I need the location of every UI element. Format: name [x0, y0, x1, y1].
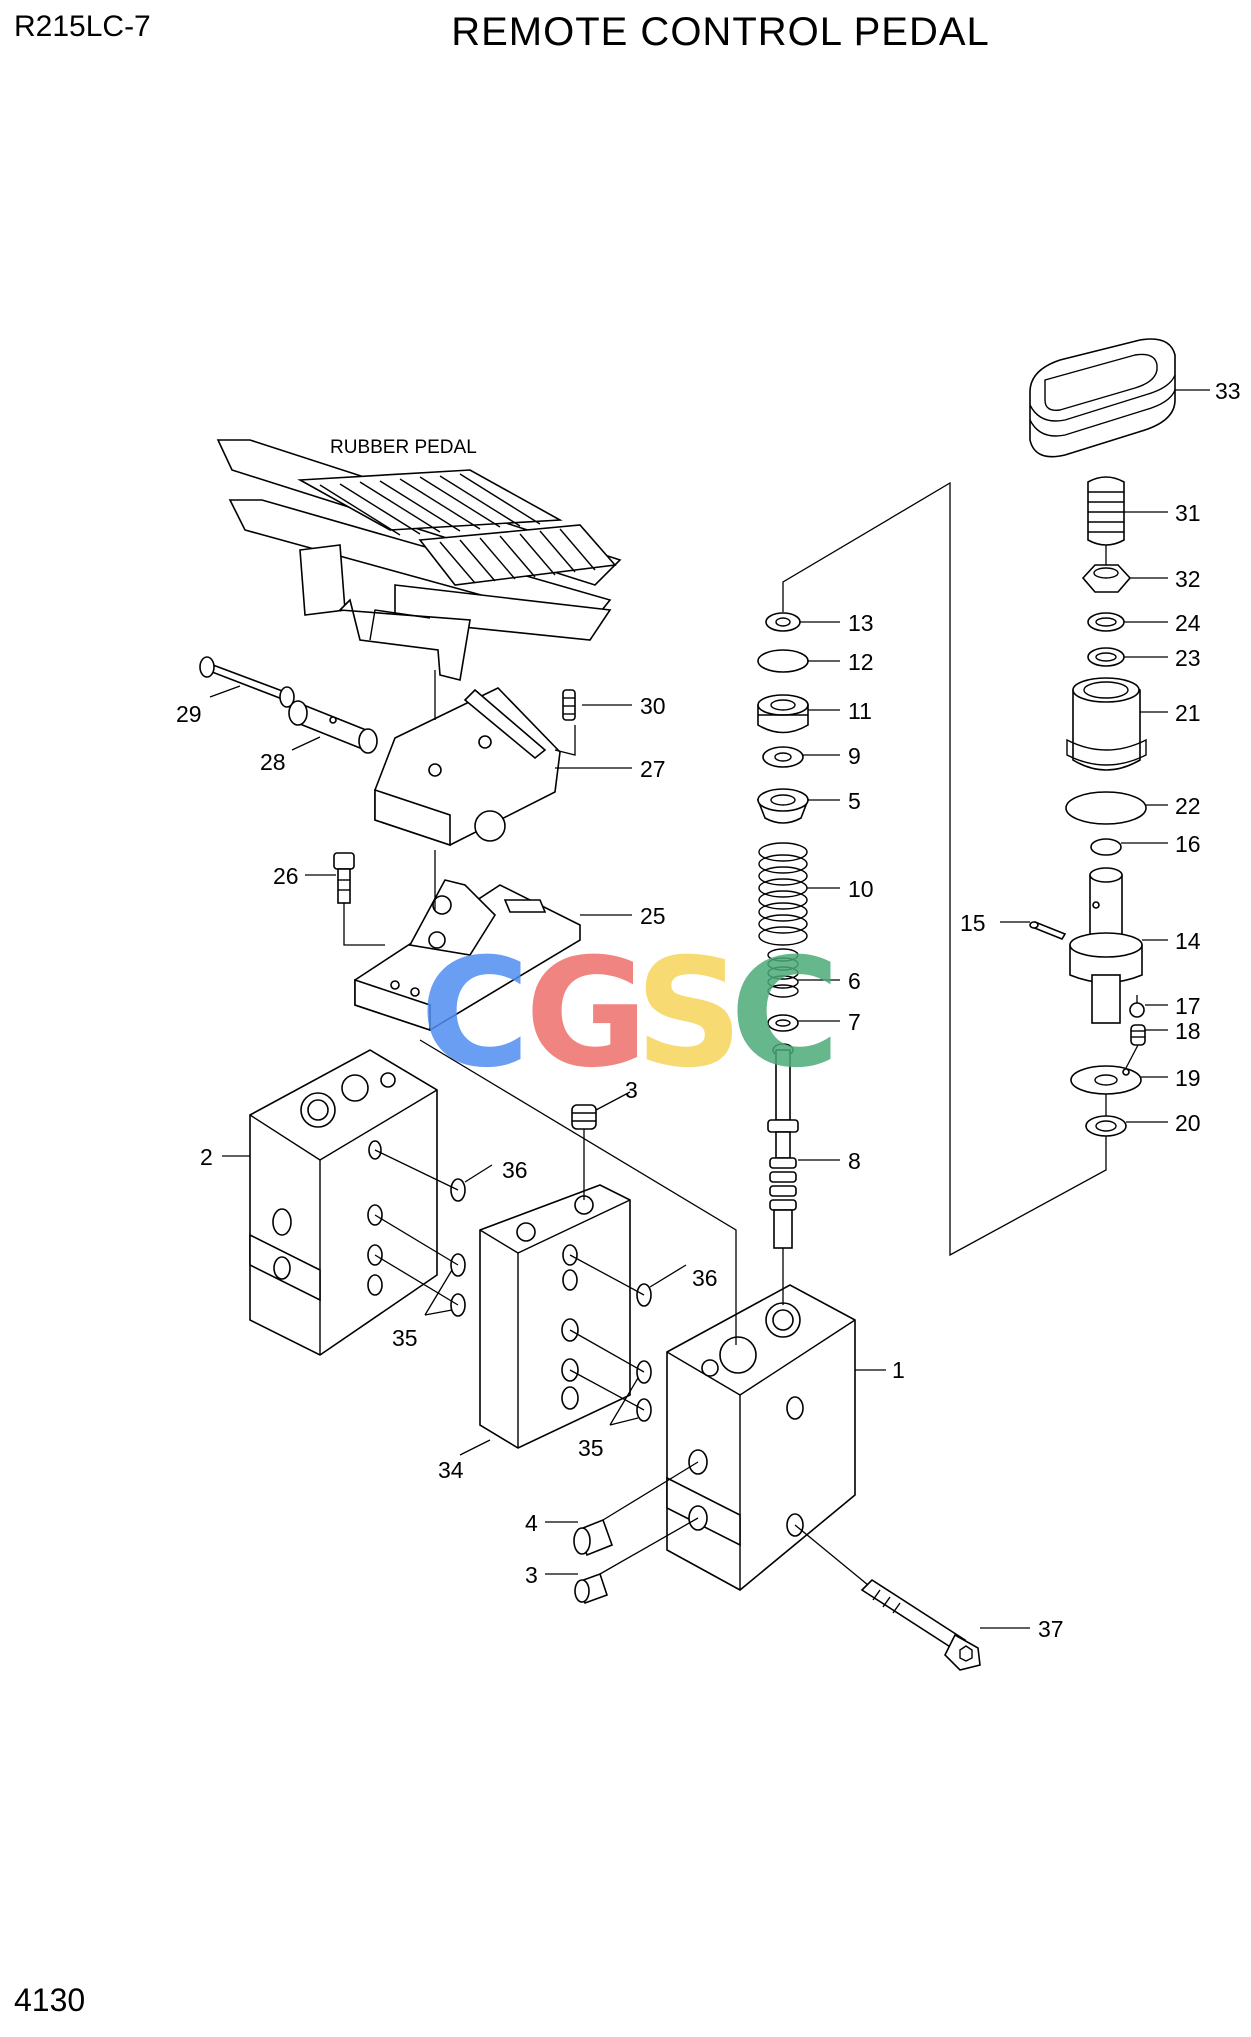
model-code: R215LC-7: [14, 10, 151, 43]
callout-37: 37: [1038, 1616, 1064, 1642]
callout-29: 29: [176, 701, 202, 727]
watermark-letter: C: [730, 927, 840, 1101]
callout-35: 35: [392, 1325, 418, 1351]
rubber-pedal-assembly: [216, 439, 622, 681]
callout-33: 33: [1215, 378, 1241, 404]
callout-25: 25: [640, 903, 666, 929]
callout-7: 7: [848, 1009, 861, 1035]
callout-20: 20: [1175, 1110, 1201, 1136]
callout-31: 31: [1175, 500, 1201, 526]
callout-32: 32: [1175, 566, 1201, 592]
callout-36: 36: [502, 1157, 528, 1183]
callout-1: 1: [892, 1357, 905, 1383]
plate-34: [479, 1184, 631, 1449]
bolt-26: [333, 852, 355, 904]
callout-24: 24: [1175, 610, 1201, 636]
right-stack: [1029, 338, 1176, 1137]
set-screw-30: [562, 689, 576, 721]
callout-4: 4: [525, 1510, 538, 1536]
callout-17: 17: [1175, 993, 1201, 1019]
callout-2: 2: [200, 1144, 213, 1170]
callout-18: 18: [1175, 1018, 1201, 1044]
plug-3-side: [574, 1572, 609, 1605]
leader-lines: [209, 389, 1210, 1629]
callout-11: 11: [848, 698, 872, 724]
callout-3: 3: [525, 1562, 538, 1588]
callout-5: 5: [848, 788, 861, 814]
page-number: 4130: [14, 1982, 86, 2018]
watermark-letter: G: [525, 927, 648, 1101]
callout-6: 6: [848, 968, 861, 994]
plug-3-top: [571, 1104, 597, 1130]
callout-3: 3: [625, 1077, 638, 1103]
callout-10: 10: [848, 876, 874, 902]
base-bracket-25: [354, 879, 581, 1032]
callout-14: 14: [1175, 928, 1201, 954]
callout-27: 27: [640, 756, 666, 782]
callout-23: 23: [1175, 645, 1201, 671]
callout-9: 9: [848, 743, 861, 769]
page-title: REMOTE CONTROL PEDAL: [451, 10, 990, 54]
callout-35: 35: [578, 1435, 604, 1461]
callout-21: 21: [1175, 700, 1201, 726]
pin-28: [288, 700, 378, 754]
callout-16: 16: [1175, 831, 1201, 857]
callout-22: 22: [1175, 793, 1201, 819]
valve-body-2: [249, 1049, 438, 1356]
callout-15: 15: [960, 910, 986, 936]
plug-4: [573, 1518, 614, 1557]
callout-12: 12: [848, 649, 874, 675]
callout-36: 36: [692, 1265, 718, 1291]
callout-13: 13: [848, 610, 874, 636]
rubber-pedal-label: RUBBER PEDAL: [330, 437, 477, 458]
watermark-letter: C: [420, 927, 530, 1101]
watermark: C G S C: [420, 927, 840, 1101]
valve-body-1: [666, 1284, 856, 1591]
callout-34: 34: [438, 1457, 464, 1483]
callout-30: 30: [640, 693, 666, 719]
callout-numbers: 1 2 3 3 4 5 6 7 8 9 10 11 12 13 14 15 16…: [176, 378, 1241, 1642]
bolt-37: [860, 1578, 981, 1671]
callout-19: 19: [1175, 1065, 1201, 1091]
watermark-letter: S: [635, 927, 743, 1101]
spool-stack: [756, 612, 810, 1249]
callout-26: 26: [273, 863, 299, 889]
pin-29: [199, 656, 295, 708]
callout-8: 8: [848, 1148, 861, 1174]
bracket-27: [374, 687, 561, 847]
callout-28: 28: [260, 749, 286, 775]
